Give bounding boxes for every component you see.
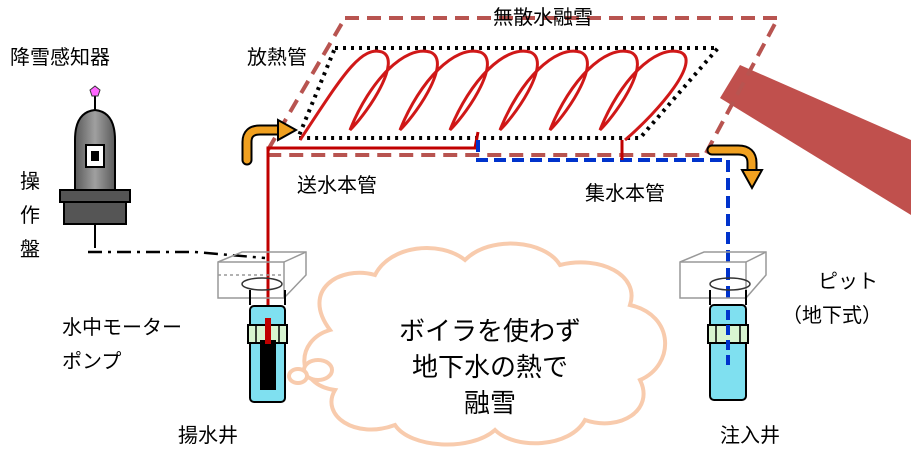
control-panel-label-2: 作 bbox=[20, 203, 40, 227]
cloud-text-line-1: ボイラを使わず bbox=[399, 317, 581, 347]
signal-line bbox=[88, 250, 266, 260]
pump-label-1: 水中モーター bbox=[62, 315, 182, 339]
return-flow-arrow bbox=[706, 144, 764, 191]
control-panel-label-3: 盤 bbox=[20, 237, 40, 261]
cloud-text-line-2: 地下水の熱で bbox=[412, 353, 568, 383]
injection-well bbox=[707, 290, 749, 401]
thought-cloud bbox=[287, 241, 667, 447]
road-surface bbox=[720, 65, 911, 215]
cloud-text-line-3: 融雪 bbox=[464, 389, 516, 419]
pumping-well-label: 揚水井 bbox=[178, 423, 238, 447]
injection-well-label: 注入井 bbox=[720, 423, 780, 447]
pit-label-2: （地下式） bbox=[782, 303, 882, 327]
supply-main-label: 送水本管 bbox=[297, 173, 377, 197]
snow-melting-area-outline bbox=[261, 16, 782, 157]
right-pit bbox=[679, 251, 767, 299]
collection-main-label: 集水本管 bbox=[585, 181, 665, 205]
pumping-well bbox=[247, 290, 288, 403]
snow-sensor-label: 降雪感知器 bbox=[10, 45, 110, 69]
pump-label-2: ポンプ bbox=[62, 349, 121, 373]
collection-main-pipe bbox=[476, 140, 730, 368]
radiator-area-outline bbox=[295, 46, 723, 140]
control-panel bbox=[59, 189, 131, 248]
radiator-pipe-coil bbox=[298, 49, 688, 142]
control-panel-label-1: 操 bbox=[20, 169, 40, 193]
snow-sensor bbox=[74, 85, 116, 191]
title-label: 無散水融雪 bbox=[493, 5, 593, 29]
pit-label-1: ピット bbox=[818, 269, 878, 293]
radiator-pipe-label: 放熱管 bbox=[247, 45, 307, 69]
supply-flow-arrow bbox=[241, 118, 299, 166]
